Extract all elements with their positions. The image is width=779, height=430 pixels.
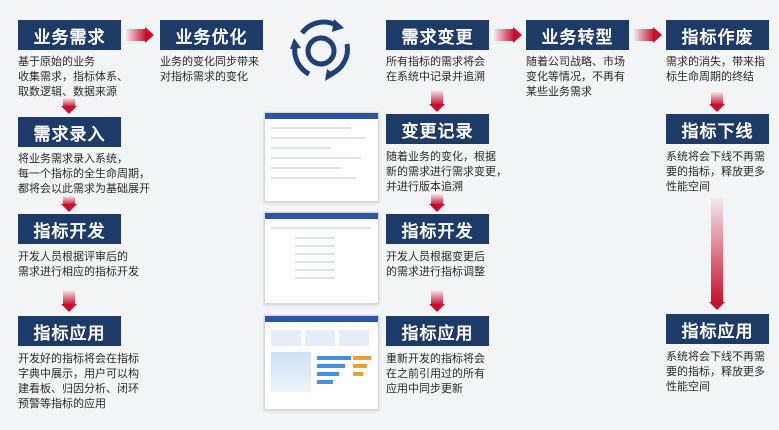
- node-metric-development-2-desc: 开发人员根据变更后 的需求进行指标调整: [386, 250, 485, 278]
- node-metric-application-desc: 开发好的指标将会在指标 字典中展示，用户可以构 建看板、归因分析、闭环 预警等指…: [18, 352, 139, 410]
- screenshot-thumbnail: [264, 212, 379, 304]
- node-requirement-entry-desc: 将业务需求录入系统， 每一个指标的全生命周期， 都将会以此需求为基础展开: [18, 152, 150, 195]
- arrow-down: [709, 92, 725, 112]
- node-metric-deprecation: 指标作废: [666, 20, 769, 50]
- node-metric-offline: 指标下线: [666, 114, 769, 144]
- arrow-down: [61, 196, 77, 212]
- node-business-transformation: 业务转型: [526, 20, 629, 50]
- arrow-down: [429, 194, 445, 212]
- node-metric-application-3: 指标应用: [666, 314, 769, 344]
- arrow-down: [61, 290, 77, 312]
- node-metric-development: 指标开发: [18, 214, 121, 244]
- node-business-transformation-desc: 随着公司战略、市场 变化等情况，不再有 某些业务需求: [526, 55, 625, 98]
- node-requirement-change: 需求变更: [386, 20, 489, 50]
- arrow-right: [494, 27, 522, 43]
- node-change-record: 变更记录: [386, 114, 489, 144]
- arrow-right: [634, 27, 662, 43]
- node-requirement-entry: 需求录入: [18, 117, 121, 147]
- arrow-right: [126, 27, 154, 43]
- node-metric-deprecation-desc: 需求的消失，带来指 标生命周期的终结: [666, 55, 765, 83]
- screenshot-thumbnail: [264, 112, 379, 202]
- node-metric-development-2: 指标开发: [386, 214, 489, 244]
- node-metric-offline-desc: 系统将会下线不再需 要的指标，释放更多 性能空间: [666, 150, 765, 193]
- node-metric-application-2: 指标应用: [386, 316, 489, 346]
- node-business-requirement: 业务需求: [18, 20, 121, 50]
- arrow-down: [429, 90, 445, 112]
- arrow-down: [709, 198, 725, 310]
- node-metric-application-3-desc: 系统将会下线不再需 要的指标，释放更多 性能空间: [666, 350, 765, 393]
- node-change-record-desc: 随着业务的变化，根据 新的需求进行需求变更， 并进行版本追溯: [386, 150, 507, 193]
- node-business-requirement-desc: 基于原始的业务 收集需求，指标体系、 取数逻辑、数据来源: [18, 55, 128, 98]
- node-metric-development-desc: 开发人员根据评审后的 需求进行相应的指标开发: [18, 250, 139, 278]
- screenshot-thumbnail: [264, 315, 379, 410]
- node-business-optimization: 业务优化: [160, 20, 263, 50]
- node-metric-application: 指标应用: [18, 316, 121, 346]
- arrow-down: [61, 98, 77, 114]
- node-requirement-change-desc: 所有指标的需求将会 在系统中记录并追溯: [386, 55, 485, 83]
- node-metric-application-2-desc: 重新开发的指标将会 在之前引用过的所有 应用中同步更新: [386, 352, 485, 395]
- refresh-cycle-icon: [290, 19, 350, 81]
- arrow-down: [429, 290, 445, 312]
- node-business-optimization-desc: 业务的变化同步带来 对指标需求的变化: [160, 55, 259, 83]
